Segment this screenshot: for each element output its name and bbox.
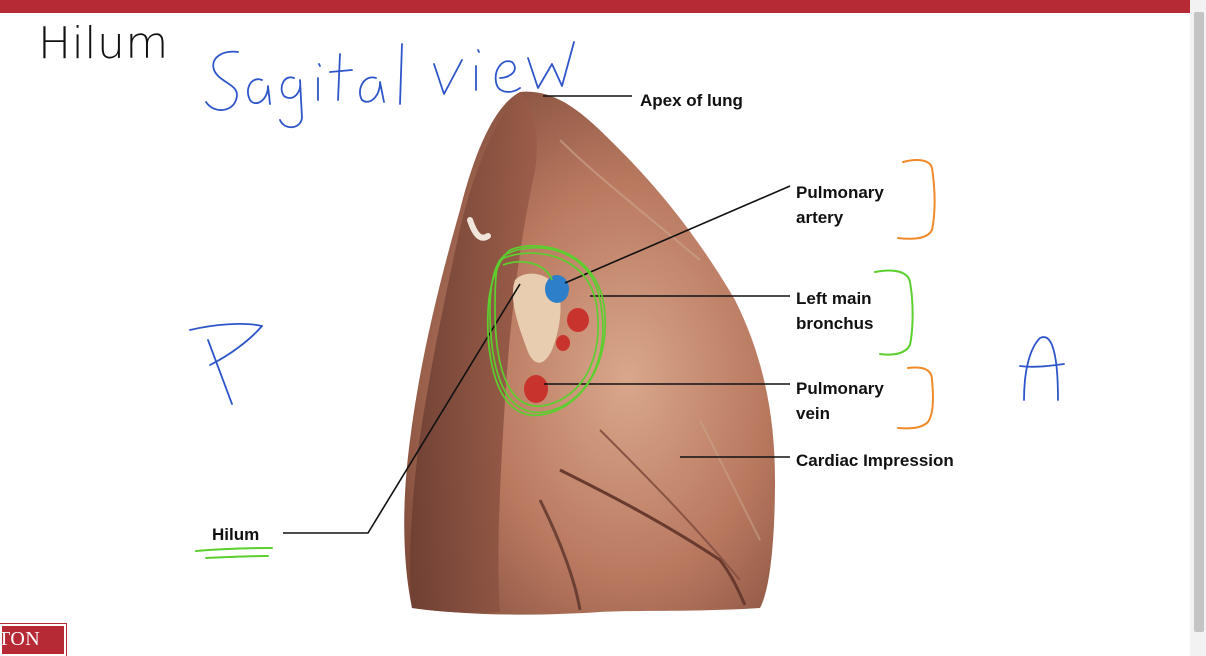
lung-specimen xyxy=(404,91,775,615)
bracket-pulmonary-artery xyxy=(897,159,936,240)
handwritten-sagital-view xyxy=(205,41,575,129)
hilum-circle-annotation xyxy=(486,244,607,416)
label-pulmonary-artery-line1: Pulmonary xyxy=(796,183,884,202)
handwritten-a xyxy=(1019,336,1065,401)
label-pulmonary-vein-line2: vein xyxy=(796,404,831,423)
label-apex-of-lung: Apex of lung xyxy=(640,91,743,110)
label-pulmonary-artery-line2: artery xyxy=(796,208,844,227)
label-hilum: Hilum xyxy=(212,525,260,544)
scrollbar-thumb[interactable] xyxy=(1194,12,1204,632)
label-pulmonary-vein-line1: Pulmonary xyxy=(796,379,884,398)
label-left-main-bronchus-line2: bronchus xyxy=(796,314,874,333)
pulmonary-vein-vessel xyxy=(524,375,548,403)
slide-title: Hilum xyxy=(38,18,169,69)
footer-logo-text: TON xyxy=(0,628,41,650)
bracket-left-main-bronchus xyxy=(874,269,914,356)
hilum-underline xyxy=(195,547,273,559)
pulmonary-artery-vessel xyxy=(545,275,569,303)
hilum-structures xyxy=(512,273,589,403)
label-left-main-bronchus-line1: Left main xyxy=(796,289,872,308)
label-pulmonary-artery: Pulmonary artery xyxy=(796,180,884,230)
label-cardiac-impression: Cardiac Impression xyxy=(796,451,954,470)
top-accent-bar xyxy=(0,0,1190,13)
footer-logo: TON xyxy=(0,623,67,656)
handwritten-p xyxy=(189,323,263,405)
label-pulmonary-vein: Pulmonary vein xyxy=(796,376,884,426)
bracket-pulmonary-vein xyxy=(897,366,934,430)
leader-lines xyxy=(283,95,791,534)
label-left-main-bronchus: Left main bronchus xyxy=(796,286,873,336)
